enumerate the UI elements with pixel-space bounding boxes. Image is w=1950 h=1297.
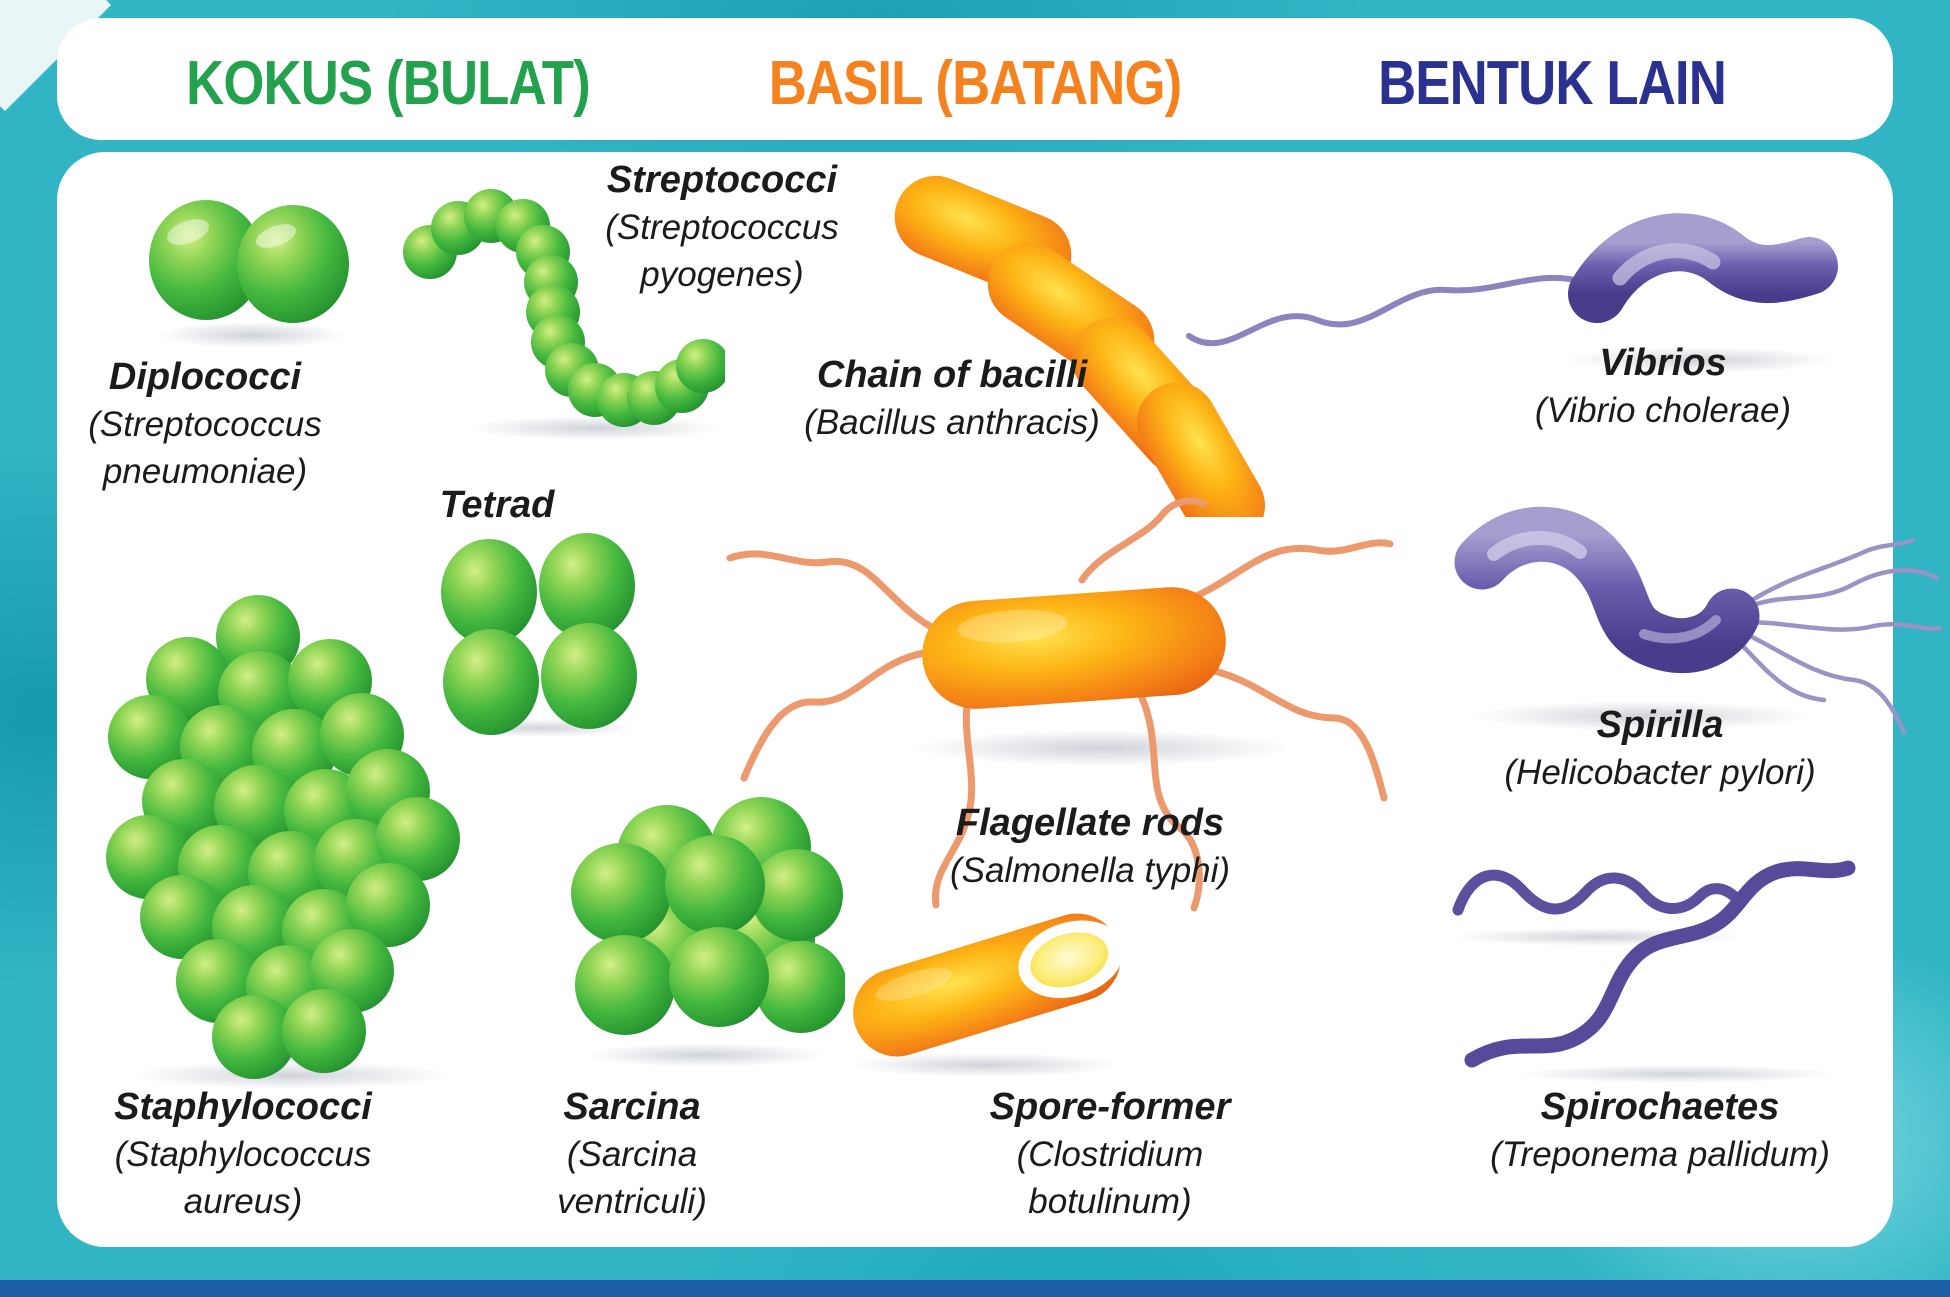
spore-former-illustration (850, 913, 1124, 1077)
organism-name: Diplococci (108, 356, 302, 398)
organism-species: (Treponema pallidum) (1490, 1135, 1830, 1175)
diplococci-caption: Diplococci (Streptococcus pneumoniae) (55, 352, 355, 496)
header-kokus-bulat: KOKUS (BULAT) (186, 49, 591, 118)
flagellate-rods-illustration (726, 497, 1394, 912)
header-band (57, 18, 1893, 140)
spirilla-illustration (1454, 506, 1943, 735)
organism-name: Spore-former (989, 1086, 1231, 1128)
spirochaetes-illustration (1452, 860, 1856, 1083)
spore-former-caption: Spore-former (Clostridium botulinum) (970, 1082, 1250, 1226)
organism-species: (Staphylococcus aureus) (114, 1135, 372, 1222)
organism-name: Tetrad (439, 484, 555, 526)
organism-name: Staphylococci (114, 1086, 372, 1128)
organism-name: Sarcina (563, 1086, 701, 1128)
organism-name: Vibrios (1599, 342, 1727, 384)
sarcina-caption: Sarcina (Sarcina ventriculi) (517, 1082, 747, 1226)
diplococci-illustration (149, 200, 349, 348)
bottom-navy-strip (0, 1280, 1950, 1297)
spirilla-caption: Spirilla (Helicobacter pylori) (1440, 700, 1880, 797)
staphylococci-caption: Staphylococci (Staphylococcus aureus) (88, 1082, 398, 1226)
sarcina-illustration (571, 797, 845, 1067)
flagellate-rods-caption: Flagellate rods (Salmonella typhi) (900, 798, 1280, 895)
tetrad-illustration (441, 533, 637, 737)
tetrad-caption: Tetrad (387, 480, 607, 530)
organism-species: (Streptococcus pyogenes) (605, 208, 839, 295)
organism-species: (Clostridium botulinum) (1016, 1135, 1204, 1222)
organism-species: (Streptococcus pneumoniae) (88, 405, 322, 492)
streptococci-caption: Streptococci (Streptococcus pyogenes) (577, 155, 867, 299)
vibrios-caption: Vibrios (Vibrio cholerae) (1463, 338, 1863, 435)
organism-name: Spirochaetes (1540, 1086, 1780, 1128)
organism-species: (Vibrio cholerae) (1534, 391, 1792, 431)
header-bentuk-lain: BENTUK LAIN (1378, 49, 1727, 118)
chain-of-bacilli-illustration (894, 175, 1265, 517)
organism-name: Flagellate rods (955, 802, 1225, 844)
streptococci-illustration (403, 189, 725, 440)
organism-species: (Sarcina ventriculi) (557, 1135, 707, 1222)
organism-species: (Bacillus anthracis) (804, 403, 1100, 443)
organism-name: Streptococci (606, 159, 838, 201)
header-basil-batang: BASIL (BATANG) (768, 49, 1182, 118)
organism-species: (Helicobacter pylori) (1504, 753, 1816, 793)
staphylococci-illustration (106, 595, 460, 1089)
spirochaetes-caption: Spirochaetes (Treponema pallidum) (1420, 1082, 1900, 1179)
organism-species: (Salmonella typhi) (949, 851, 1231, 891)
organism-name: Chain of bacilli (816, 354, 1088, 396)
vibrios-illustration (1186, 213, 1838, 373)
organism-name: Spirilla (1596, 704, 1724, 746)
chain-of-bacilli-caption: Chain of bacilli (Bacillus anthracis) (772, 350, 1132, 447)
